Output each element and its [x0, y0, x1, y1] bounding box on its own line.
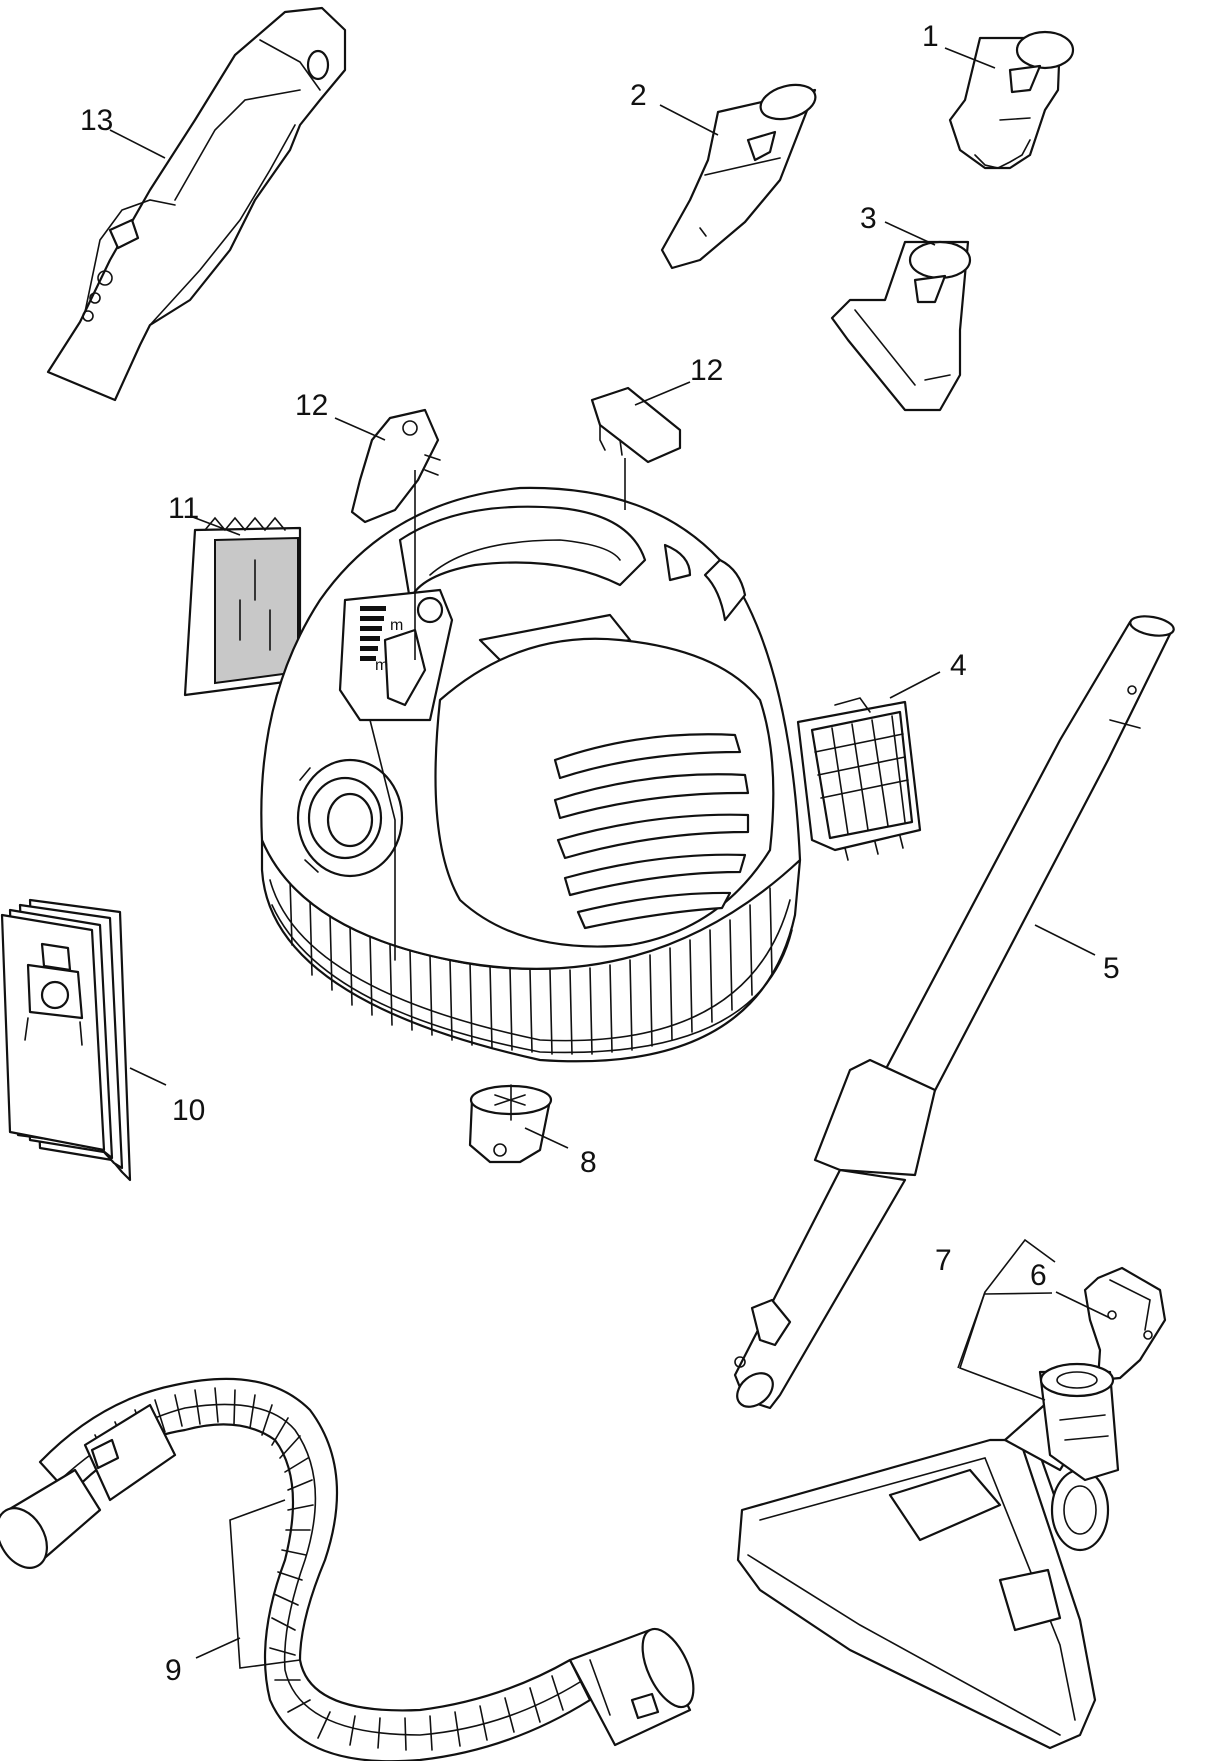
callout-12-left: 12 [295, 389, 328, 422]
hose-inlet [296, 758, 404, 878]
part-8-valve [468, 1084, 553, 1164]
part-5-telescopic-tube [733, 615, 1175, 1410]
part-7-floor-nozzle [736, 1362, 1120, 1750]
callout-4: 4 [950, 649, 967, 682]
part-1-round-brush [948, 30, 1075, 170]
callout-3: 3 [860, 202, 877, 235]
power-level-bars [360, 606, 386, 661]
callout-10: 10 [172, 1094, 205, 1127]
switch-mark-min: m [375, 657, 388, 674]
callout-11: 11 [168, 492, 199, 525]
base-ribbing [289, 879, 773, 1055]
part-4-exhaust-filter [796, 697, 922, 861]
leader-lines [109, 47, 1111, 1669]
vacuum-main-body: m m [260, 486, 802, 1063]
exhaust-vents [553, 733, 750, 930]
callout-5: 5 [1103, 952, 1120, 985]
callout-numbers: 13 2 1 3 12 12 11 4 5 10 8 6 7 9 [80, 20, 1120, 1687]
part-2-crevice-nozzle [660, 83, 817, 270]
switch-mark-max: m [390, 617, 403, 634]
part-6-clip [1083, 1266, 1167, 1382]
part-9-suction-hose [0, 1377, 695, 1761]
callout-9: 9 [165, 1654, 182, 1687]
callout-6: 6 [1030, 1259, 1047, 1292]
callout-2: 2 [630, 79, 647, 112]
callout-7: 7 [935, 1244, 952, 1277]
part-13-handle [46, 6, 347, 402]
part-10-filter-bags [0, 898, 132, 1182]
callout-12-right: 12 [690, 354, 723, 387]
part-3-upholstery-nozzle [830, 240, 972, 412]
part-11-motor-filter [183, 516, 302, 697]
part-12-cover-left [350, 408, 441, 524]
part-12-cover-right [590, 386, 682, 464]
callout-1: 1 [922, 20, 939, 53]
callout-8: 8 [580, 1146, 597, 1179]
callout-13: 13 [80, 104, 113, 137]
